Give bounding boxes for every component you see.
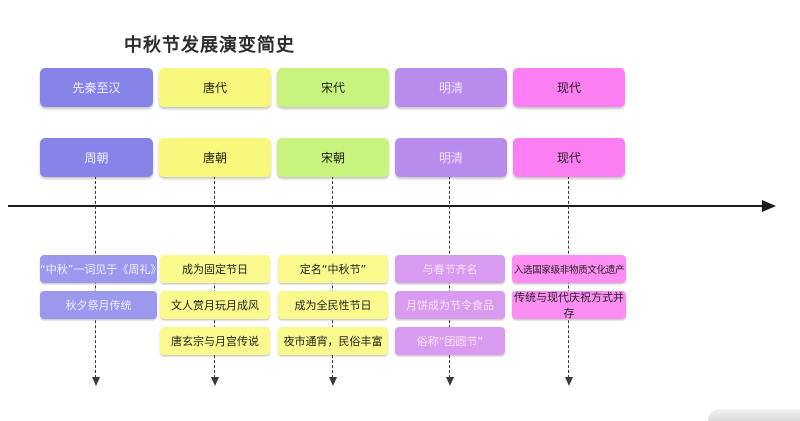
down-arrowhead-icon — [211, 377, 219, 386]
event-box: 与春节齐名 — [395, 255, 505, 283]
era-box-song: 宋代 — [277, 68, 389, 107]
background-card-corner — [708, 409, 800, 421]
event-box: 文人赏月玩月成风 — [160, 291, 270, 319]
event-box: 夜市通宵，民俗丰富 — [278, 327, 388, 355]
period-box-modern: 现代 — [513, 138, 625, 177]
period-box-tang: 唐朝 — [159, 138, 271, 177]
era-box-tang: 唐代 — [159, 68, 271, 107]
event-box: 入选国家级非物质文化遗产 — [512, 255, 626, 283]
event-box: 秋夕祭月传统 — [40, 291, 157, 319]
period-box-zhou: 周朝 — [40, 138, 153, 177]
event-box: 成为固定节日 — [160, 255, 270, 283]
timeline-axis — [8, 205, 764, 207]
event-box: 唐玄宗与月宫传说 — [160, 327, 270, 355]
event-box: 俗称“团圆节” — [395, 327, 505, 355]
timeline-arrowhead-icon — [762, 200, 776, 212]
era-box-ming-qing: 明清 — [395, 68, 507, 107]
period-box-song: 宋朝 — [277, 138, 389, 177]
event-box: “中秋”一词见于《周礼》 — [40, 255, 161, 283]
page-title: 中秋节发展演变简史 — [124, 35, 295, 56]
down-arrowhead-icon — [329, 377, 337, 386]
down-arrowhead-icon — [565, 377, 573, 386]
down-arrowhead-icon — [446, 377, 454, 386]
period-box-ming-qing: 明清 — [395, 138, 507, 177]
era-box-modern: 现代 — [513, 68, 625, 107]
event-box: 定名“中秋节” — [278, 255, 388, 283]
event-box: 月饼成为节令食品 — [395, 291, 505, 319]
event-box: 传统与现代庆祝方式并存 — [512, 291, 626, 320]
era-box-pre-qin-han: 先秦至汉 — [40, 68, 153, 107]
event-box: 成为全民性节日 — [278, 291, 388, 319]
down-arrowhead-icon — [92, 377, 100, 386]
